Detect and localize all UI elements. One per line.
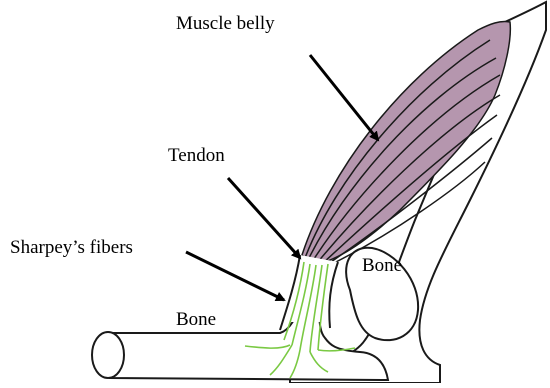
muscle-belly-arrow: [310, 55, 378, 140]
lower-bone-end: [92, 332, 124, 378]
bone-label-lower: Bone: [176, 310, 216, 329]
lower-bone: [110, 300, 388, 380]
tendon-arrow: [228, 178, 300, 258]
bone-label-upper: Bone: [362, 256, 402, 275]
muscle-belly-label: Muscle belly: [176, 14, 275, 33]
sharpey-arrow: [186, 252, 284, 300]
sharpey-fibers-label: Sharpey’s fibers: [10, 238, 133, 257]
tendon-label: Tendon: [168, 146, 225, 165]
